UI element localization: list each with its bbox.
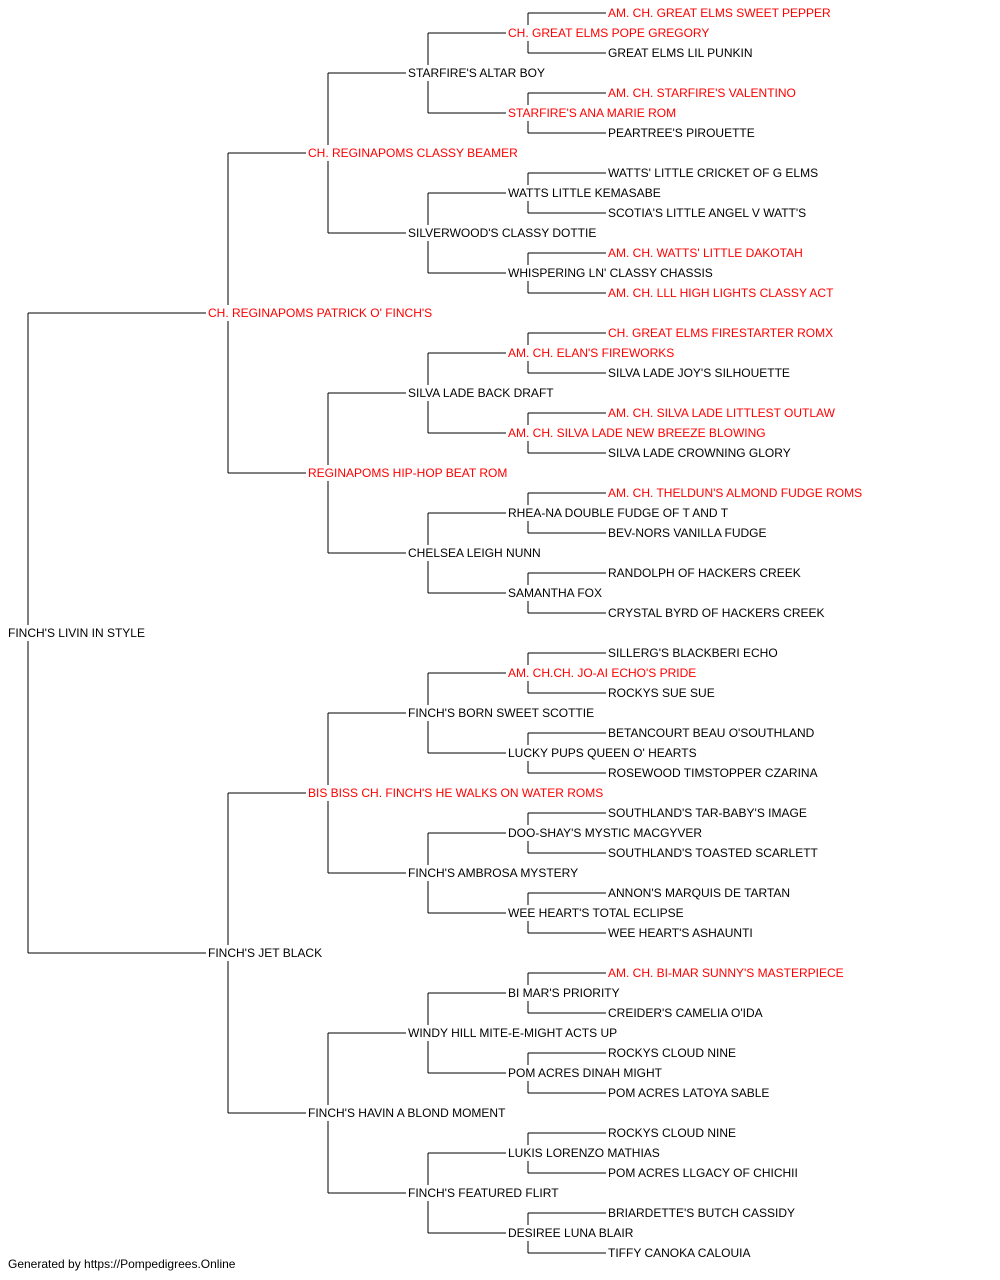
pedigree-name-gen4: WHISPERING LN' CLASSY CHASSIS (508, 266, 713, 280)
pedigree-name-gen5: AM. CH. BI-MAR SUNNY'S MASTERPIECE (608, 966, 844, 980)
pedigree-name-gen3: FINCH'S AMBROSA MYSTERY (408, 866, 578, 880)
pedigree-name-gen3: SILVA LADE BACK DRAFT (408, 386, 554, 400)
pedigree-name-gen4: BI MAR'S PRIORITY (508, 986, 620, 1000)
pedigree-name-gen5: ROCKYS SUE SUE (608, 686, 715, 700)
pedigree-name-gen5: PEARTREE'S PIROUETTE (608, 126, 755, 140)
pedigree-name-gen5: SILVA LADE JOY'S SILHOUETTE (608, 366, 790, 380)
pedigree-name-gen5: AM. CH. SILVA LADE LITTLEST OUTLAW (608, 406, 836, 420)
pedigree-name-gen5: ANNON'S MARQUIS DE TARTAN (608, 886, 790, 900)
pedigree-connectors (27, 12, 606, 1254)
pedigree-name-gen4: WEE HEART'S TOTAL ECLIPSE (508, 906, 684, 920)
pedigree-name-gen4: AM. CH.CH. JO-AI ECHO'S PRIDE (508, 666, 696, 680)
pedigree-name-gen4: POM ACRES DINAH MIGHT (508, 1066, 663, 1080)
pedigree-name-gen4: CH. GREAT ELMS POPE GREGORY (508, 26, 709, 40)
pedigree-name-gen5: SILLERG'S BLACKBERI ECHO (608, 646, 778, 660)
pedigree-name-gen4: SAMANTHA FOX (508, 586, 602, 600)
pedigree-name-gen5: CRYSTAL BYRD OF HACKERS CREEK (608, 606, 825, 620)
pedigree-name-gen3: CHELSEA LEIGH NUNN (408, 546, 541, 560)
pedigree-name-gen5: ROCKYS CLOUD NINE (608, 1126, 736, 1140)
pedigree-name-gen5: GREAT ELMS LIL PUNKIN (608, 46, 753, 60)
pedigree-name-gen1: FINCH'S JET BLACK (208, 946, 322, 960)
pedigree-name-gen4: AM. CH. ELAN'S FIREWORKS (508, 346, 674, 360)
pedigree-name-gen5: AM. CH. THELDUN'S ALMOND FUDGE ROMS (608, 486, 862, 500)
pedigree-name-gen2: CH. REGINAPOMS CLASSY BEAMER (308, 146, 518, 160)
pedigree-name-gen3: SILVERWOOD'S CLASSY DOTTIE (408, 226, 596, 240)
generated-by-footer: Generated by https://Pompedigrees.Online (8, 1257, 236, 1271)
pedigree-name-gen4: DOO-SHAY'S MYSTIC MACGYVER (508, 826, 702, 840)
pedigree-name-gen5: TIFFY CANOKA CALOUIA (608, 1246, 750, 1260)
pedigree-name-gen5: WEE HEART'S ASHAUNTI (608, 926, 753, 940)
pedigree-name-gen5: AM. CH. STARFIRE'S VALENTINO (608, 86, 796, 100)
pedigree-name-gen5: ROCKYS CLOUD NINE (608, 1046, 736, 1060)
pedigree-name-gen3: FINCH'S FEATURED FLIRT (408, 1186, 559, 1200)
pedigree-name-gen2: FINCH'S HAVIN A BLOND MOMENT (308, 1106, 506, 1120)
pedigree-name-gen5: SILVA LADE CROWNING GLORY (608, 446, 791, 460)
pedigree-name-gen2: BIS BISS CH. FINCH'S HE WALKS ON WATER R… (308, 786, 603, 800)
pedigree-name-gen4: STARFIRE'S ANA MARIE ROM (508, 106, 676, 120)
pedigree-name-gen5: AM. CH. WATTS' LITTLE DAKOTAH (608, 246, 803, 260)
pedigree-name-gen4: RHEA-NA DOUBLE FUDGE OF T AND T (508, 506, 729, 520)
pedigree-name-gen0: FINCH'S LIVIN IN STYLE (8, 626, 145, 640)
pedigree-name-gen5: AM. CH. GREAT ELMS SWEET PEPPER (608, 6, 831, 20)
pedigree-name-gen5: BEV-NORS VANILLA FUDGE (608, 526, 767, 540)
pedigree-name-gen5: ROSEWOOD TIMSTOPPER CZARINA (608, 766, 818, 780)
pedigree-name-gen5: CREIDER'S CAMELIA O'IDA (608, 1006, 763, 1020)
pedigree-name-gen5: SOUTHLAND'S TOASTED SCARLETT (608, 846, 819, 860)
pedigree-name-gen5: CH. GREAT ELMS FIRESTARTER ROMX (608, 326, 833, 340)
pedigree-name-gen5: POM ACRES LLGACY OF CHICHII (608, 1166, 798, 1180)
pedigree-name-gen4: AM. CH. SILVA LADE NEW BREEZE BLOWING (508, 426, 766, 440)
pedigree-name-gen5: RANDOLPH OF HACKERS CREEK (608, 566, 801, 580)
pedigree-name-gen5: SOUTHLAND'S TAR-BABY'S IMAGE (608, 806, 807, 820)
pedigree-name-gen1: CH. REGINAPOMS PATRICK O' FINCH'S (208, 306, 432, 320)
pedigree-name-gen5: POM ACRES LATOYA SABLE (608, 1086, 769, 1100)
pedigree-name-gen3: FINCH'S BORN SWEET SCOTTIE (408, 706, 594, 720)
pedigree-name-gen5: BETANCOURT BEAU O'SOUTHLAND (608, 726, 815, 740)
pedigree-name-gen5: SCOTIA'S LITTLE ANGEL V WATT'S (608, 206, 806, 220)
pedigree-name-gen4: LUKIS LORENZO MATHIAS (508, 1146, 660, 1160)
pedigree-name-gen5: AM. CH. LLL HIGH LIGHTS CLASSY ACT (608, 286, 834, 300)
pedigree-name-gen5: WATTS' LITTLE CRICKET OF G ELMS (608, 166, 818, 180)
pedigree-name-gen3: STARFIRE'S ALTAR BOY (408, 66, 545, 80)
pedigree-name-gen2: REGINAPOMS HIP-HOP BEAT ROM (308, 466, 507, 480)
pedigree-name-gen4: DESIREE LUNA BLAIR (508, 1226, 634, 1240)
pedigree-name-gen4: WATTS LITTLE KEMASABE (508, 186, 661, 200)
pedigree-names: FINCH'S LIVIN IN STYLE CH. REGINAPOMS PAT… (8, 6, 862, 1260)
pedigree-name-gen4: LUCKY PUPS QUEEN O' HEARTS (508, 746, 697, 760)
pedigree-name-gen3: WINDY HILL MITE-E-MIGHT ACTS UP (408, 1026, 617, 1040)
pedigree-name-gen5: BRIARDETTE'S BUTCH CASSIDY (608, 1206, 795, 1220)
